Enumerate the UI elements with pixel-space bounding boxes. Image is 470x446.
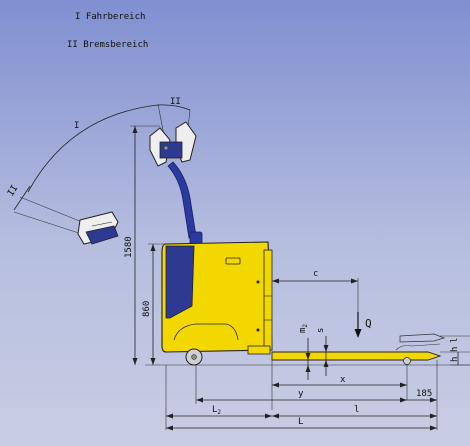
- dim-body-height: 860: [142, 301, 152, 317]
- arc-label-range-2-bottom: II: [6, 184, 20, 198]
- handle-grip: [225, 257, 241, 265]
- dim-c: c: [313, 269, 318, 279]
- fork-mast: [263, 249, 273, 351]
- range-radial-bottom-2: [13, 211, 89, 237]
- dim-l-side: l: [450, 338, 460, 343]
- dim-s: s: [316, 328, 326, 333]
- arc-label-range-1: I: [74, 121, 79, 131]
- arc-label-range-2-top: II: [170, 97, 181, 107]
- dim-h3: h: [450, 347, 460, 352]
- legend-range-2: II Bremsbereich: [67, 40, 149, 50]
- range-arc-2-top: [157, 104, 191, 111]
- tiller-arm: [167, 161, 197, 239]
- range-arc-1: [27, 104, 159, 193]
- fork: [271, 351, 442, 361]
- legend-range-1: I Fahrbereich: [75, 12, 146, 22]
- load-roller: [403, 357, 411, 365]
- dim-y: y: [298, 389, 304, 399]
- truck-body: [161, 241, 273, 355]
- dim-L: L: [298, 417, 303, 427]
- fork-raised-outline: [399, 333, 446, 343]
- load-Q: Q: [365, 317, 372, 330]
- dim-x: x: [340, 375, 346, 385]
- tiller-head-lowered: [77, 211, 119, 245]
- tiller-pivot: [189, 231, 203, 245]
- dim-l: l: [354, 405, 359, 415]
- tiller-head-upright: [149, 121, 197, 167]
- dim-fork-tip: 185: [416, 389, 432, 399]
- dim-h13: h: [450, 357, 460, 362]
- dim-tiller-height: 1580: [124, 236, 134, 258]
- dim-m2: m2: [298, 324, 309, 333]
- dim-L2: L2: [212, 405, 221, 416]
- battery-cover: [165, 245, 195, 319]
